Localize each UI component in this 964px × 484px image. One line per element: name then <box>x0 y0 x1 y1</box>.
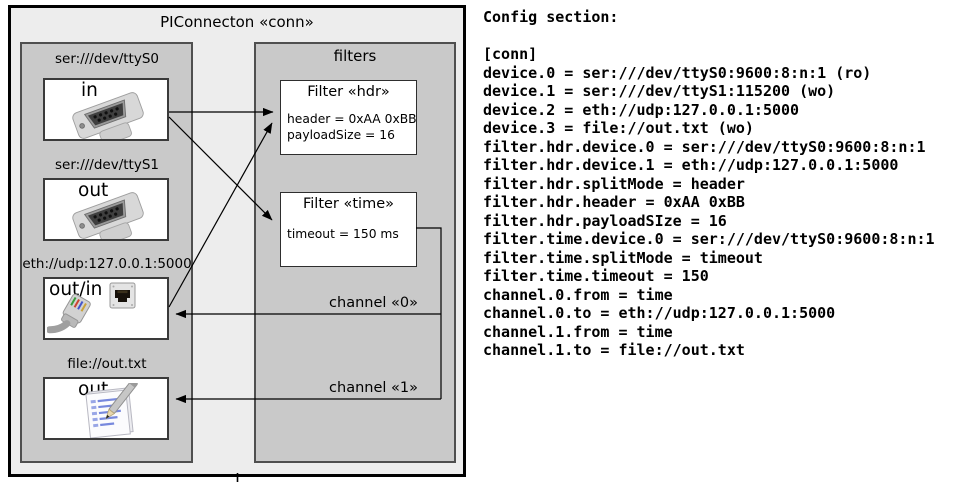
device-box: out <box>43 178 169 241</box>
device-box: in <box>43 78 169 141</box>
config-heading: Config section: <box>483 8 619 26</box>
device-box: out/in <box>43 277 169 340</box>
channel-label: channel «0» <box>329 295 418 311</box>
filter-box-hdr: Filter «hdr» header = 0xAA 0xBB payloadS… <box>280 80 417 155</box>
filters-group-title: filters <box>333 47 377 65</box>
device-port-label: in <box>81 80 98 101</box>
pencil-icon <box>105 383 138 420</box>
device-url-label: file://out.txt <box>67 356 147 372</box>
channel-label: channel «1» <box>329 380 418 396</box>
filter-title: Filter «hdr» <box>307 84 390 100</box>
filter-box-time: Filter «time» timeout = 150 ms <box>280 192 417 267</box>
filter-prop: timeout = 150 ms <box>287 227 399 241</box>
serial-port-icon <box>70 190 150 239</box>
config-text: [conn] device.0 = ser:///dev/ttyS0:9600:… <box>483 45 935 359</box>
serial-port-icon <box>70 90 150 139</box>
diagram-title: PIConnecton «conn» <box>160 13 314 31</box>
device-port-label: out <box>78 180 109 201</box>
device-url-label: ser:///dev/ttyS0 <box>55 51 159 67</box>
ethernet-jack-icon <box>109 282 136 309</box>
notepad-pencil-icon <box>85 383 138 438</box>
device-port-label: out/in <box>49 279 103 300</box>
filter-prop: payloadSize = 16 <box>287 128 395 142</box>
filter-title: Filter «time» <box>302 196 395 212</box>
ethernet-plug-icon <box>47 293 91 334</box>
device-url-label: eth://udp:127.0.0.1:5000 <box>22 256 192 272</box>
device-box: out <box>43 377 169 440</box>
filter-prop: header = 0xAA 0xBB <box>287 112 417 126</box>
device-url-label: ser:///dev/ttyS1 <box>55 157 159 173</box>
